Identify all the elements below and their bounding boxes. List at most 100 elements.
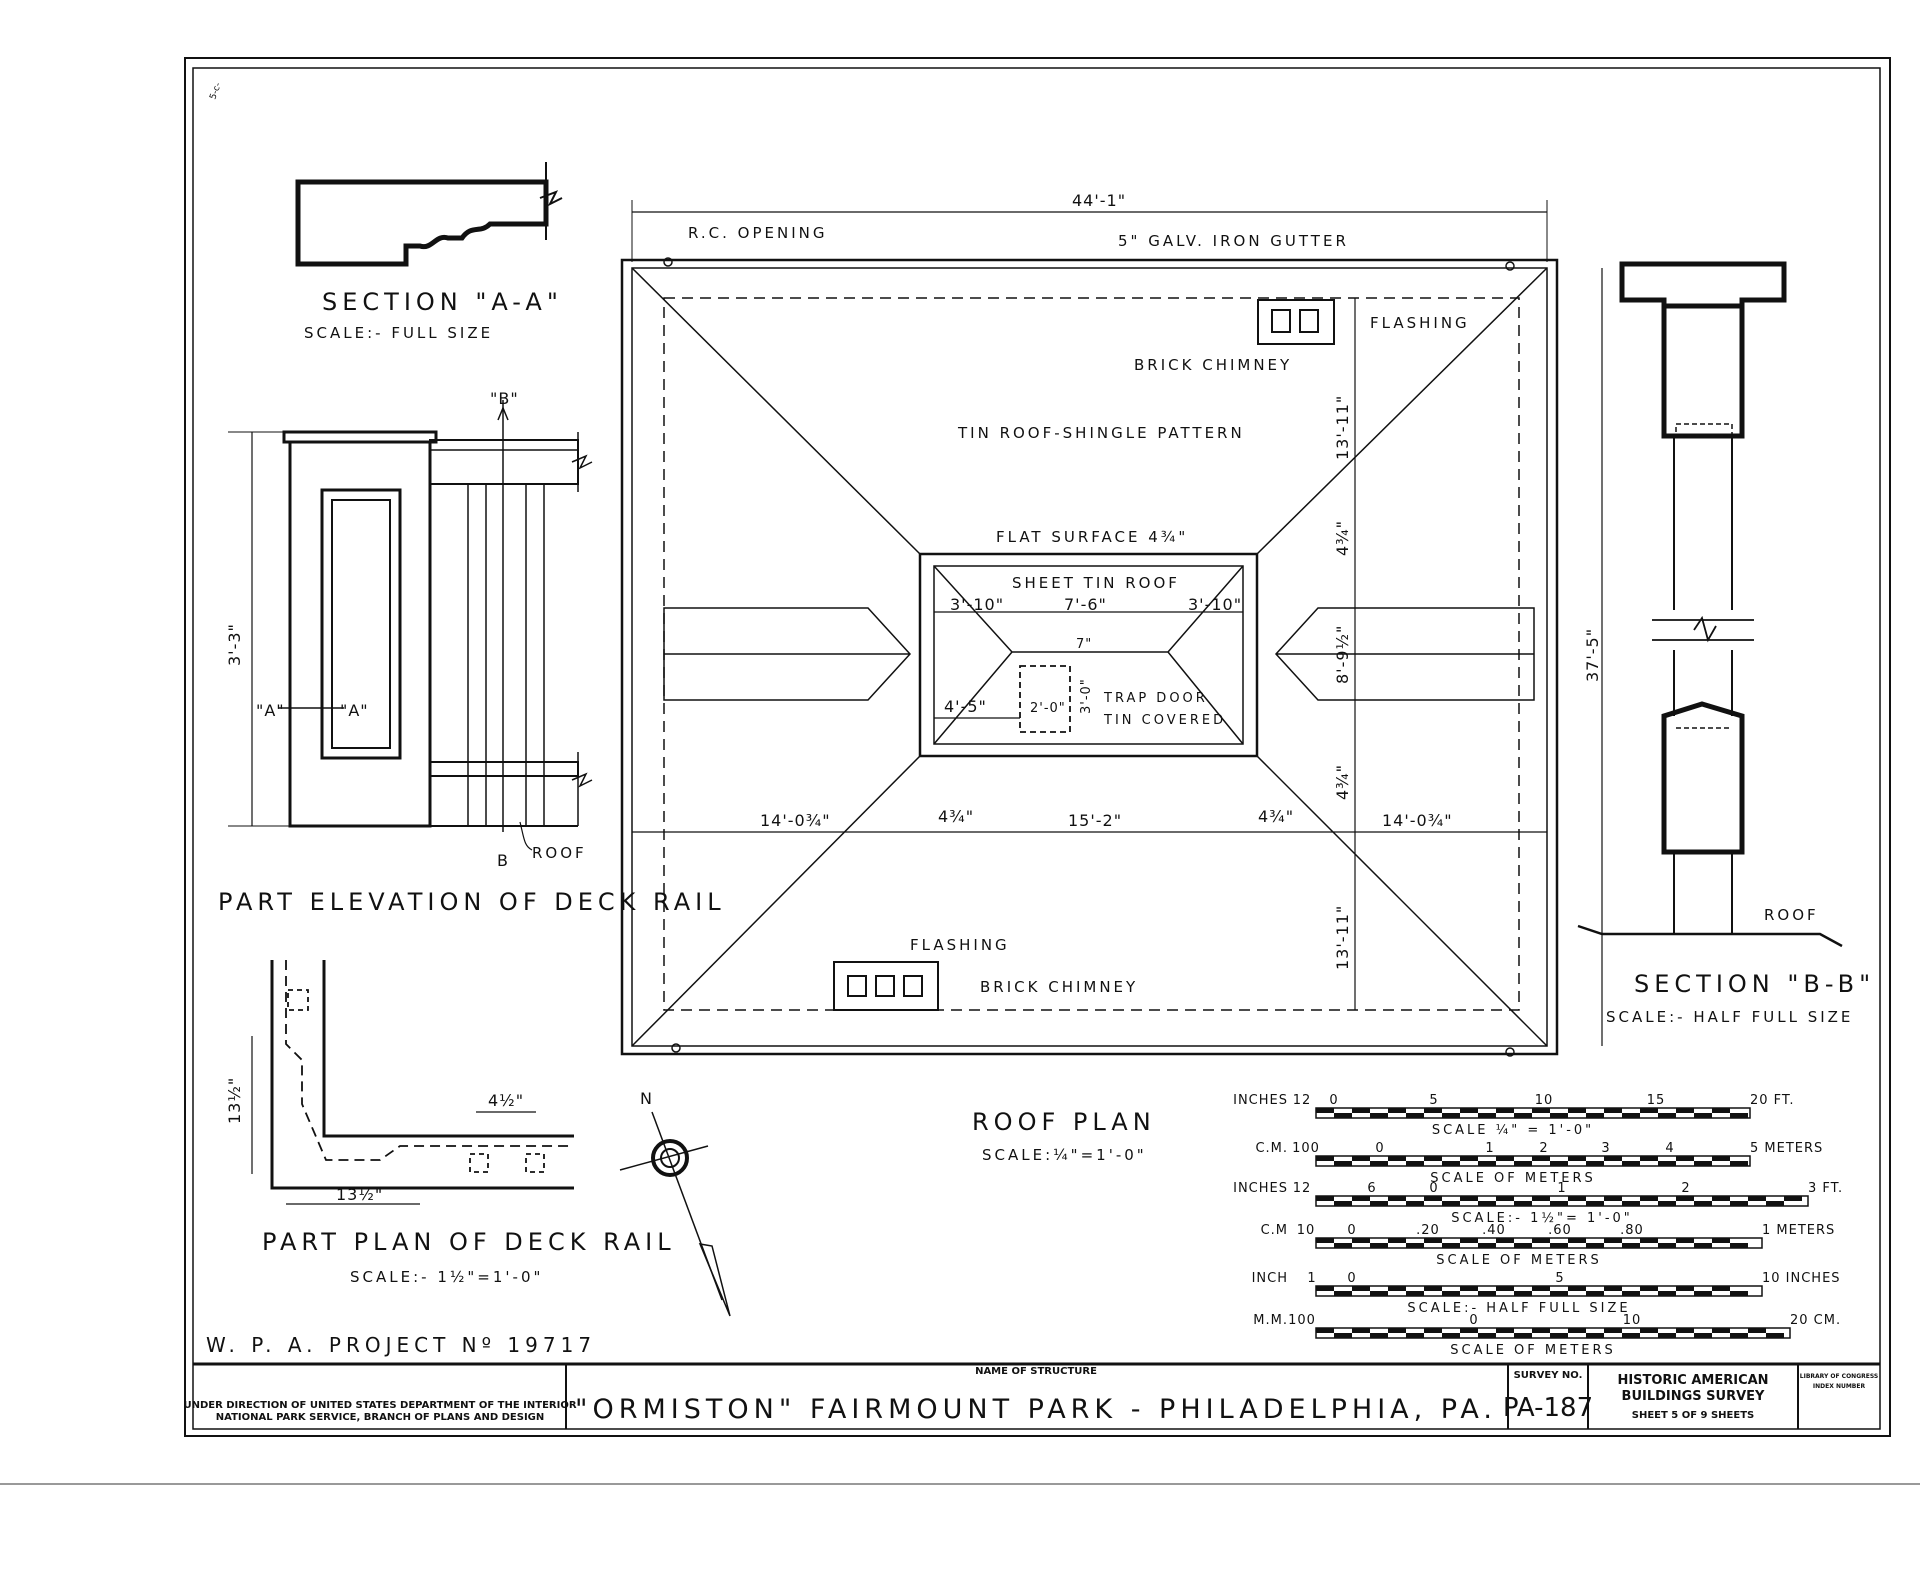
scale-tick-label: 100 — [1288, 1313, 1316, 1328]
scale-bar-segment — [1352, 1108, 1370, 1113]
plan-hidden-baluster-2 — [525, 1153, 545, 1173]
north-arrow-cross — [619, 1145, 709, 1171]
scale-bar-segment — [1604, 1108, 1622, 1113]
scale-bar-segment — [1550, 1291, 1568, 1296]
deck-rail-elevation-title: PART ELEVATION OF DECK RAIL — [218, 888, 726, 916]
roof-leader — [519, 821, 533, 851]
scale-bar-segment — [1442, 1333, 1460, 1338]
scale-bar-segment — [1694, 1243, 1712, 1248]
scale-bar-segment — [1748, 1196, 1766, 1201]
scale-tick-label: 0 — [1469, 1313, 1478, 1328]
walkway-west — [663, 607, 912, 701]
scale-tick-label: 100 — [1292, 1141, 1320, 1156]
scale-bar-segment — [1514, 1201, 1532, 1206]
scale-bar-segment — [1730, 1291, 1748, 1296]
scale-tick-label: 3 FT. — [1808, 1181, 1843, 1196]
title-block: UNDER DIRECTION OF UNITED STATES DEPARTM… — [183, 1362, 1880, 1429]
trap-width-dim: 2'-0" — [1030, 701, 1066, 716]
scale-bar-segment — [1352, 1286, 1370, 1291]
trap-door — [1019, 665, 1071, 733]
scale-bar-segment — [1532, 1328, 1550, 1333]
scale-tick-label: 1 — [1307, 1271, 1316, 1286]
mark-a-left: "A" — [256, 701, 285, 720]
scale-tick-label: 1 METERS — [1762, 1223, 1835, 1238]
scale-bar-segment — [1370, 1291, 1388, 1296]
scale-bar-segment — [1640, 1196, 1658, 1201]
deck-rail-plan-title: PART PLAN OF DECK RAIL — [262, 1228, 676, 1256]
scale-bar-segment — [1352, 1328, 1370, 1333]
section-aa-scale: SCALE:- FULL SIZE — [304, 324, 493, 342]
scale-bar-segment — [1406, 1243, 1424, 1248]
scale-bar-segment — [1748, 1328, 1766, 1333]
scale-unit-label: INCHES — [1233, 1093, 1288, 1108]
upper-depth-dim: 13'-11" — [1333, 395, 1352, 460]
scale-tick-label: 0 — [1329, 1093, 1338, 1108]
plan-hidden-post — [287, 989, 309, 1011]
scale-bar-segment — [1496, 1328, 1514, 1333]
scale-bar-segment — [1604, 1238, 1622, 1243]
scale-tick-label: 20 CM. — [1790, 1313, 1841, 1328]
inner-border — [192, 67, 1881, 1430]
section-bb-roof — [1577, 924, 1843, 948]
north-arrow: N — [619, 1089, 731, 1317]
roof-eave-line — [631, 267, 1548, 1047]
scale-bar-segment — [1676, 1328, 1694, 1333]
scale-bar-segment — [1622, 1161, 1640, 1166]
scale-tick-label: 12 — [1293, 1093, 1312, 1108]
scale-bar-segment — [1568, 1238, 1586, 1243]
rail-post — [288, 440, 432, 828]
scale-unit-label: C.M. — [1255, 1141, 1288, 1156]
scale-bar-segment — [1712, 1286, 1730, 1291]
scale-caption: SCALE OF METERS — [1450, 1343, 1616, 1358]
scale-bar-segment — [1532, 1238, 1550, 1243]
scale-bar-segment — [1424, 1286, 1442, 1291]
rc-opening-ne — [1505, 261, 1515, 271]
right-run-dim: 14'-0¾" — [1382, 811, 1453, 830]
rc-opening-nw — [663, 257, 673, 267]
scale-bar-segment — [1406, 1333, 1424, 1338]
mark-b-top: "B" — [490, 389, 519, 408]
scale-bar-segment — [1424, 1108, 1442, 1113]
scale-bar-segment — [1586, 1113, 1604, 1118]
deck-rail-elevation: "B" B "A" "A" 3'-3" ROOF PART ELEVATION … — [218, 389, 726, 916]
scale-bar-segment — [1424, 1156, 1442, 1161]
scale-bar-segment — [1496, 1156, 1514, 1161]
scale-bar-segment — [1370, 1113, 1388, 1118]
scale-bar-segment — [1568, 1286, 1586, 1291]
scale-tick-label: .40 — [1482, 1223, 1506, 1238]
scale-bar-segment — [1406, 1201, 1424, 1206]
scale-bar-segment — [1712, 1196, 1730, 1201]
rail-break-bottom — [571, 752, 593, 826]
scale-bar-segment — [1730, 1161, 1748, 1166]
scale-bar-segment — [1550, 1333, 1568, 1338]
scale-bar-segment — [1406, 1291, 1424, 1296]
roof-plan: 44'-1" R.C. OPENING 5" GALV. IRON GUTTER… — [620, 191, 1603, 1164]
scale-bar-segment — [1514, 1333, 1532, 1338]
scale-caption: SCALE OF METERS — [1436, 1253, 1602, 1268]
plan-outline — [270, 960, 574, 1190]
scale-bar-segment — [1604, 1156, 1622, 1161]
section-bb-scale: SCALE:- HALF FULL SIZE — [1606, 1008, 1853, 1026]
scale-unit-label: INCH — [1252, 1271, 1288, 1286]
scale-bar-segment — [1694, 1113, 1712, 1118]
scale-bar-segment — [1604, 1328, 1622, 1333]
scale-bar-segment — [1694, 1333, 1712, 1338]
wpa-project: W. P. A. PROJECT Nº 19717 — [206, 1333, 596, 1357]
name-of-structure-label: NAME OF STRUCTURE — [975, 1366, 1097, 1377]
scale-bar-segment — [1676, 1156, 1694, 1161]
deck-curb — [918, 552, 1259, 758]
section-bb-lower — [1661, 701, 1745, 855]
scale-bar-segment — [1388, 1238, 1406, 1243]
scale-bar-segment — [1604, 1196, 1622, 1201]
rail-baluster-2 — [525, 483, 545, 827]
scale-tick-label: 5 — [1555, 1271, 1564, 1286]
scale-bar-segment — [1712, 1328, 1730, 1333]
scale-bar-segment — [1532, 1286, 1550, 1291]
flat-surface-label: FLAT SURFACE 4¾" — [996, 528, 1188, 546]
sheet-tin-roof-label: SHEET TIN ROOF — [1012, 574, 1180, 592]
plan-hidden-profile — [285, 960, 574, 1161]
section-aa-profile — [295, 179, 549, 267]
rc-opening-label: R.C. OPENING — [688, 224, 827, 242]
hip-se — [1256, 755, 1548, 1047]
